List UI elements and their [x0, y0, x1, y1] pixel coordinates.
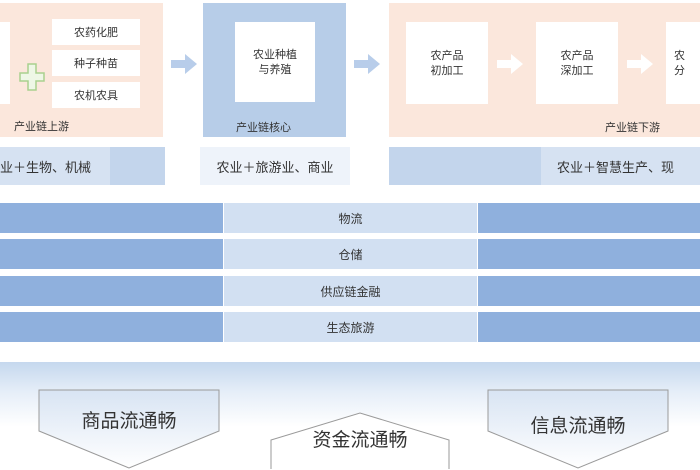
flow-label-capital: 资金流通畅	[312, 429, 408, 451]
downstream-box-primary: 农产品 初加工	[406, 22, 488, 104]
upstream-strip-label: 业＋生物、机械	[0, 160, 92, 176]
upstream-left-box	[0, 22, 10, 104]
flow-shape-capital	[270, 412, 450, 469]
band-label: 物流	[224, 203, 477, 233]
upstream-item-seeds: 种子种苗	[52, 50, 140, 76]
band-eco-tourism: 生态旅游	[0, 312, 700, 342]
downstream-strip-accent	[389, 147, 541, 185]
arrow-right-icon	[171, 54, 197, 74]
upstream-caption: 产业链上游	[14, 120, 69, 133]
downstream-box-deep: 农产品 深加工	[536, 22, 618, 104]
upstream-item-pesticide: 农药化肥	[52, 19, 140, 45]
upstream-strip-accent	[110, 147, 165, 185]
flow-label-goods: 商品流通畅	[81, 410, 177, 432]
arrow-right-icon	[354, 54, 380, 74]
band-warehousing: 仓储	[0, 239, 700, 269]
core-caption: 产业链核心	[236, 121, 291, 134]
downstream-box-partial: 农 分	[666, 22, 700, 104]
downstream-strip-label: 农业＋智慧生产、现	[557, 160, 675, 176]
arrow-right-icon	[497, 54, 523, 74]
upstream-item-machinery: 农机农具	[52, 82, 140, 108]
flow-label-info: 信息流通畅	[530, 415, 626, 437]
core-strip: 农业＋旅游业、商业	[200, 147, 350, 185]
band-label: 供应链金融	[224, 276, 477, 306]
core-box: 农业种植 与养殖	[235, 22, 315, 102]
band-logistics: 物流	[0, 203, 700, 233]
plus-icon	[19, 63, 45, 91]
flow-shape-info	[487, 389, 669, 469]
downstream-caption: 产业链下游	[605, 121, 660, 134]
band-label: 仓储	[224, 239, 477, 269]
flow-shape-goods	[38, 389, 220, 469]
arrow-right-icon	[627, 54, 653, 74]
band-label: 生态旅游	[224, 312, 477, 342]
band-supply-chain-finance: 供应链金融	[0, 276, 700, 306]
